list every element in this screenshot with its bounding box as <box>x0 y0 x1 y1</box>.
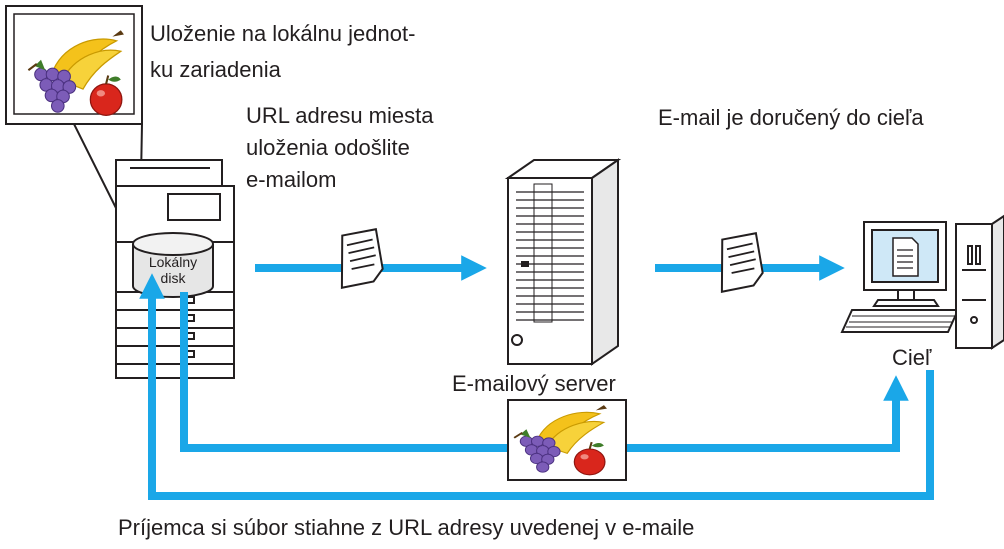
url-send-label-line1: URL adresu miesta <box>246 103 434 128</box>
destination-label: Cieľ <box>892 345 932 370</box>
saved-image-callout <box>5 5 143 233</box>
document-icon <box>716 231 765 293</box>
local-disk-label-line2: disk <box>160 270 186 286</box>
url-send-label-line2: uloženia odošlite <box>246 135 410 160</box>
local-save-label-line1: Uloženie na lokálnu jednot- <box>150 21 416 46</box>
server-icon <box>504 158 622 366</box>
arrow-outer-return <box>139 273 934 500</box>
local-disk-label-line1: Lokálny <box>148 254 198 270</box>
computer-icon <box>840 214 1004 350</box>
local-save-label-line2: ku zariadenia <box>150 57 281 82</box>
email-server-label: E-mailový server <box>452 371 616 396</box>
recipient-download-label: Príjemca si súbor stiahne z URL adresy u… <box>118 515 695 540</box>
email-delivered-label: E-mail je doručený do cieľa <box>658 105 924 130</box>
url-send-label-line3: e-mailom <box>246 167 337 192</box>
downloaded-image <box>507 399 627 481</box>
document-icon <box>336 227 385 289</box>
